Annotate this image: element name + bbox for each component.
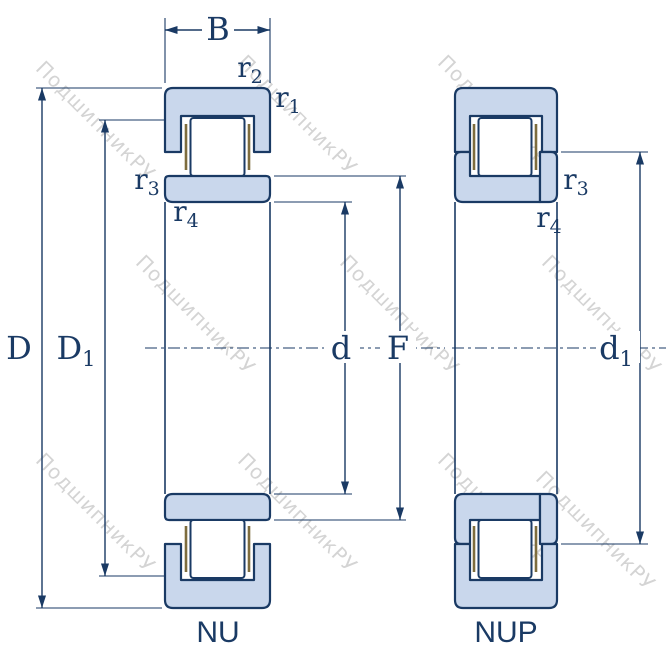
nup-loose-flange-ring-bottom (538, 492, 559, 546)
dimension-label-r3-left: r3 (134, 163, 159, 200)
nu-roller-top (189, 117, 246, 177)
label-gap (596, 331, 640, 363)
dimension-label-r3-right: r3 (563, 163, 588, 200)
nu-outer-ring-top-section (163, 86, 272, 154)
nup-roller-top (477, 117, 533, 177)
nu-inner-ring-bottom-section (163, 492, 272, 522)
dimension-label-r4-left: r4 (173, 195, 198, 232)
nup-roller-bottom (477, 519, 533, 579)
dimension-label-D1: D1 (56, 329, 95, 371)
nup-loose-flange-ring-top (538, 150, 559, 204)
label-gap (324, 331, 360, 363)
dimension-label-r2: r2 (237, 51, 262, 88)
dimension-label-D: D (6, 329, 32, 367)
caption-nu: NU (196, 616, 239, 649)
nup-outer-ring-bottom-section (453, 542, 559, 610)
dimension-label-r1: r1 (275, 81, 300, 118)
dimension-label-r4-right: r4 (536, 201, 561, 238)
bearing-nu (163, 86, 272, 610)
label-gap (202, 15, 234, 43)
dimension-label-d1: d1 (599, 329, 633, 371)
bearing-nup (453, 86, 559, 610)
label-gap (380, 331, 416, 363)
dimension-label-d: d (331, 329, 351, 367)
caption-nup: NUP (474, 616, 537, 649)
nu-roller-bottom (189, 519, 246, 579)
dimension-label-B: B (206, 10, 230, 48)
nup-inner-ring-top-section (453, 150, 542, 204)
dimension-label-F: F (387, 329, 409, 367)
nu-inner-ring-top-section (163, 174, 272, 204)
nu-outer-ring-bottom-section (163, 542, 272, 610)
